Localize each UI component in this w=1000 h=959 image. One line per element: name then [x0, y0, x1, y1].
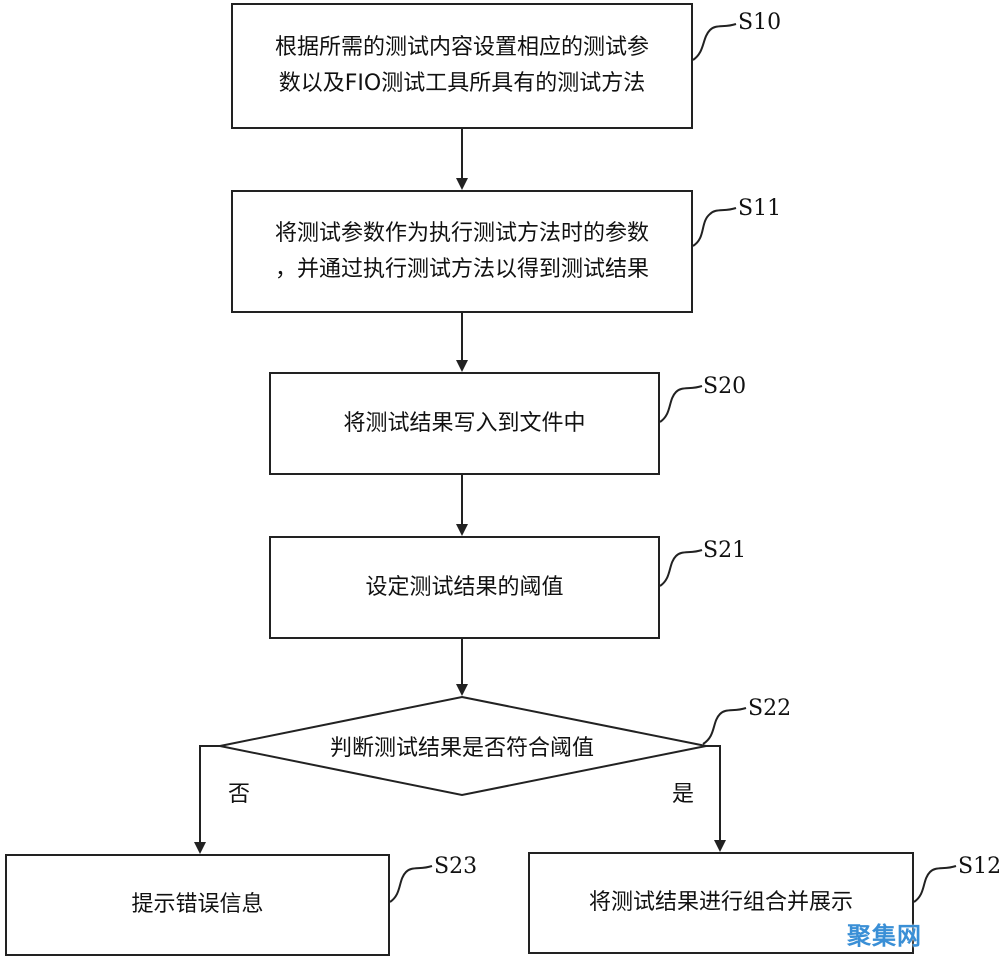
step-s10-line2: 数以及FIO测试工具所具有的测试方法: [278, 71, 646, 96]
step-s21-box: 设定测试结果的阈值: [269, 536, 660, 639]
step-s10-box: 根据所需的测试内容设置相应的测试参 数以及FIO测试工具所具有的测试方法: [231, 3, 693, 129]
step-s12-text: 将测试结果进行组合并展示: [588, 890, 853, 915]
step-s11-line1: 将测试参数作为执行测试方法时的参数: [274, 220, 649, 246]
step-s11-box: 将测试参数作为执行测试方法时的参数 ，并通过执行测试方法以得到测试结果: [231, 190, 693, 313]
step-s20-label: S20: [703, 374, 747, 399]
step-s23-text: 提示错误信息: [131, 892, 264, 917]
leader-s23: [389, 865, 433, 903]
step-s12-label: S12: [958, 854, 1000, 879]
leader-s10: [692, 23, 737, 61]
leader-s21: [659, 549, 703, 587]
step-s23-box: 提示错误信息: [5, 854, 390, 956]
leader-s12: [913, 865, 957, 903]
leader-s22: [702, 707, 747, 745]
arrow-no-branch: [194, 745, 220, 854]
step-s11-label: S11: [738, 196, 782, 221]
arrow-yes-branch: [706, 745, 726, 852]
step-s22-label: S22: [748, 696, 792, 721]
step-s21-label: S21: [703, 538, 747, 563]
step-s20-text: 将测试结果写入到文件中: [343, 410, 586, 436]
step-s10-label: S10: [738, 10, 782, 35]
step-s22-text: 判断测试结果是否符合阈值: [329, 736, 594, 761]
step-s11-line2: ，并通过执行测试方法以得到测试结果: [274, 256, 649, 282]
step-s21-text: 设定测试结果的阈值: [365, 574, 564, 600]
leader-s11: [692, 207, 737, 247]
step-s12-box: 将测试结果进行组合并展示: [528, 852, 914, 954]
watermark-logo: 聚集网: [847, 922, 922, 950]
branch-no-label: 否: [228, 782, 251, 807]
decision-diamond: [219, 695, 707, 797]
step-s23-label: S23: [434, 854, 478, 879]
step-s10-line1: 根据所需的测试内容设置相应的测试参: [274, 35, 649, 60]
branch-yes-label: 是: [672, 782, 695, 807]
step-s20-box: 将测试结果写入到文件中: [269, 372, 660, 475]
leader-s20: [659, 385, 703, 423]
